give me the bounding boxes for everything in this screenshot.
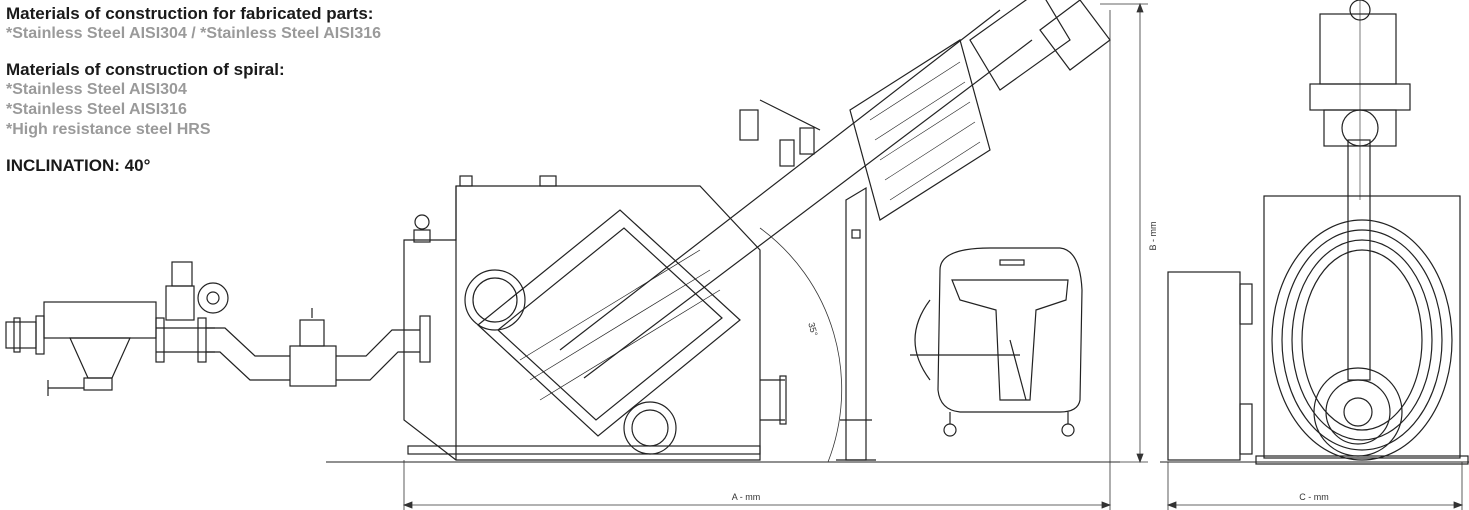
inlet-pipeline: [5, 261, 431, 396]
spiral-material-1: *Stainless Steel AISI304: [6, 81, 187, 98]
collection-bin: [910, 247, 1083, 437]
fabricated-parts-value: *Stainless Steel AISI304 / *Stainless St…: [6, 25, 382, 42]
screen-tank: [403, 175, 787, 461]
dimension-a-label: A - mm: [732, 492, 761, 502]
inclination-label: INCLINATION: 40°: [6, 156, 151, 175]
inclined-screw-conveyor: [477, 0, 1111, 437]
spec-panel: Materials of construction for fabricated…: [6, 4, 566, 176]
dimension-c-label: C - mm: [1299, 492, 1329, 502]
dimension-b-label: B - mm: [1148, 222, 1158, 251]
spiral-material-3: *High resistance steel HRS: [6, 121, 211, 138]
angle-label: 35°: [806, 321, 819, 337]
support-leg: [836, 186, 876, 461]
spiral-material-2: *Stainless Steel AISI316: [6, 101, 187, 118]
front-view: [1167, 0, 1469, 465]
spiral-title: Materials of construction of spiral:: [6, 60, 285, 79]
fabricated-parts-title: Materials of construction for fabricated…: [6, 4, 374, 23]
